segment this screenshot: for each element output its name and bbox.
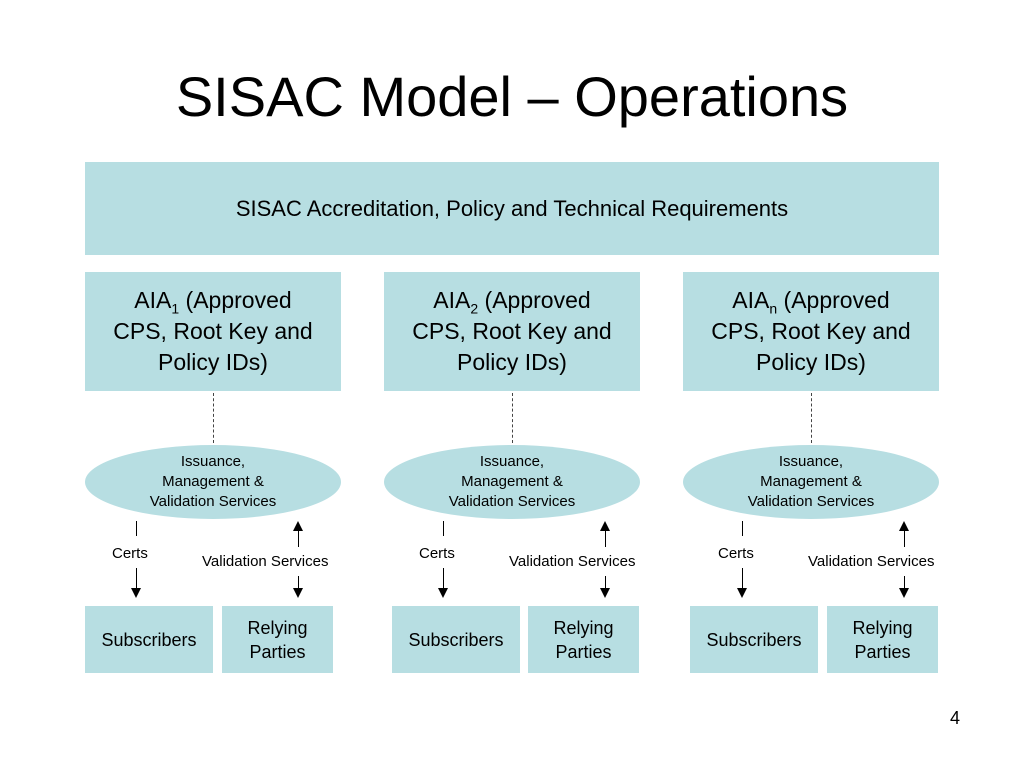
services-line3: Validation Services [149, 493, 277, 510]
aia-prefix: AIA [732, 287, 770, 313]
aia-line3: Policy IDs) [457, 349, 567, 375]
validation-arrow-down-icon [600, 588, 610, 598]
subscribers-box-2: Subscribers [392, 606, 520, 673]
validation-line-bottom-n [904, 576, 905, 588]
dashed-connector-1 [213, 393, 214, 443]
services-line1: Issuance, [479, 453, 545, 470]
validation-line-bottom-1 [298, 576, 299, 588]
certs-line-top-n [742, 521, 743, 536]
subscribers-label: Subscribers [408, 629, 504, 650]
aia-line3: Policy IDs) [158, 349, 268, 375]
aia-subscript: n [769, 300, 778, 317]
certs-line-top-1 [136, 521, 137, 536]
relying-line2: Parties [555, 641, 612, 662]
certs-label-n: Certs [718, 545, 754, 562]
aia-line1: (Approved [478, 287, 591, 313]
dashed-connector-2 [512, 393, 513, 443]
certs-label-2: Certs [419, 545, 455, 562]
validation-label-2: Validation Services [509, 553, 636, 570]
certs-arrow-down-icon [131, 588, 141, 598]
certs-line-bottom-2 [443, 568, 444, 588]
certs-line-top-2 [443, 521, 444, 536]
validation-line-top-1 [298, 531, 299, 547]
validation-arrow-down-icon [899, 588, 909, 598]
relying-line1: Relying [553, 617, 614, 638]
certs-line-bottom-1 [136, 568, 137, 588]
aia-line1: (Approved [179, 287, 292, 313]
certs-label-1: Certs [112, 545, 148, 562]
aia-prefix: AIA [433, 287, 471, 313]
aia-box-1: AIA1 (Approved CPS, Root Key and Policy … [85, 272, 341, 391]
services-line3: Validation Services [448, 493, 576, 510]
certs-line-bottom-n [742, 568, 743, 588]
validation-line-top-n [904, 531, 905, 547]
services-oval-n: Issuance, Management & Validation Servic… [683, 445, 939, 519]
relying-line2: Parties [854, 641, 911, 662]
services-oval-2: Issuance, Management & Validation Servic… [384, 445, 640, 519]
services-line2: Management & [162, 473, 264, 490]
subscribers-box-n: Subscribers [690, 606, 818, 673]
aia-prefix: AIA [134, 287, 172, 313]
relying-line1: Relying [247, 617, 308, 638]
aia-box-n: AIAn (Approved CPS, Root Key and Policy … [683, 272, 939, 391]
validation-label-1: Validation Services [202, 553, 329, 570]
services-line3: Validation Services [747, 493, 875, 510]
aia-line2: CPS, Root Key and [412, 318, 612, 344]
certs-arrow-down-icon [438, 588, 448, 598]
services-line2: Management & [461, 473, 563, 490]
relying-line2: Parties [249, 641, 306, 662]
relying-line1: Relying [852, 617, 913, 638]
aia-line3: Policy IDs) [756, 349, 866, 375]
services-line1: Issuance, [778, 453, 844, 470]
services-line2: Management & [760, 473, 862, 490]
accreditation-label: SISAC Accreditation, Policy and Technica… [235, 195, 789, 221]
validation-line-top-2 [605, 531, 606, 547]
accreditation-box: SISAC Accreditation, Policy and Technica… [85, 162, 939, 255]
subscribers-label: Subscribers [101, 629, 197, 650]
aia-subscript: 2 [470, 300, 479, 317]
validation-arrow-up-icon [600, 521, 610, 531]
aia-line1: (Approved [777, 287, 890, 313]
dashed-connector-n [811, 393, 812, 443]
validation-arrow-down-icon [293, 588, 303, 598]
certs-arrow-down-icon [737, 588, 747, 598]
services-oval-1: Issuance, Management & Validation Servic… [85, 445, 341, 519]
services-line1: Issuance, [180, 453, 246, 470]
validation-line-bottom-2 [605, 576, 606, 588]
aia-line2: CPS, Root Key and [113, 318, 313, 344]
aia-line2: CPS, Root Key and [711, 318, 911, 344]
subscribers-box-1: Subscribers [85, 606, 213, 673]
page-number: 4 [950, 708, 961, 728]
slide-title: SISAC Model – Operations [175, 65, 849, 128]
aia-subscript: 1 [171, 300, 180, 317]
validation-arrow-up-icon [899, 521, 909, 531]
subscribers-label: Subscribers [706, 629, 802, 650]
aia-box-2: AIA2 (Approved CPS, Root Key and Policy … [384, 272, 640, 391]
validation-label-n: Validation Services [808, 553, 935, 570]
validation-arrow-up-icon [293, 521, 303, 531]
